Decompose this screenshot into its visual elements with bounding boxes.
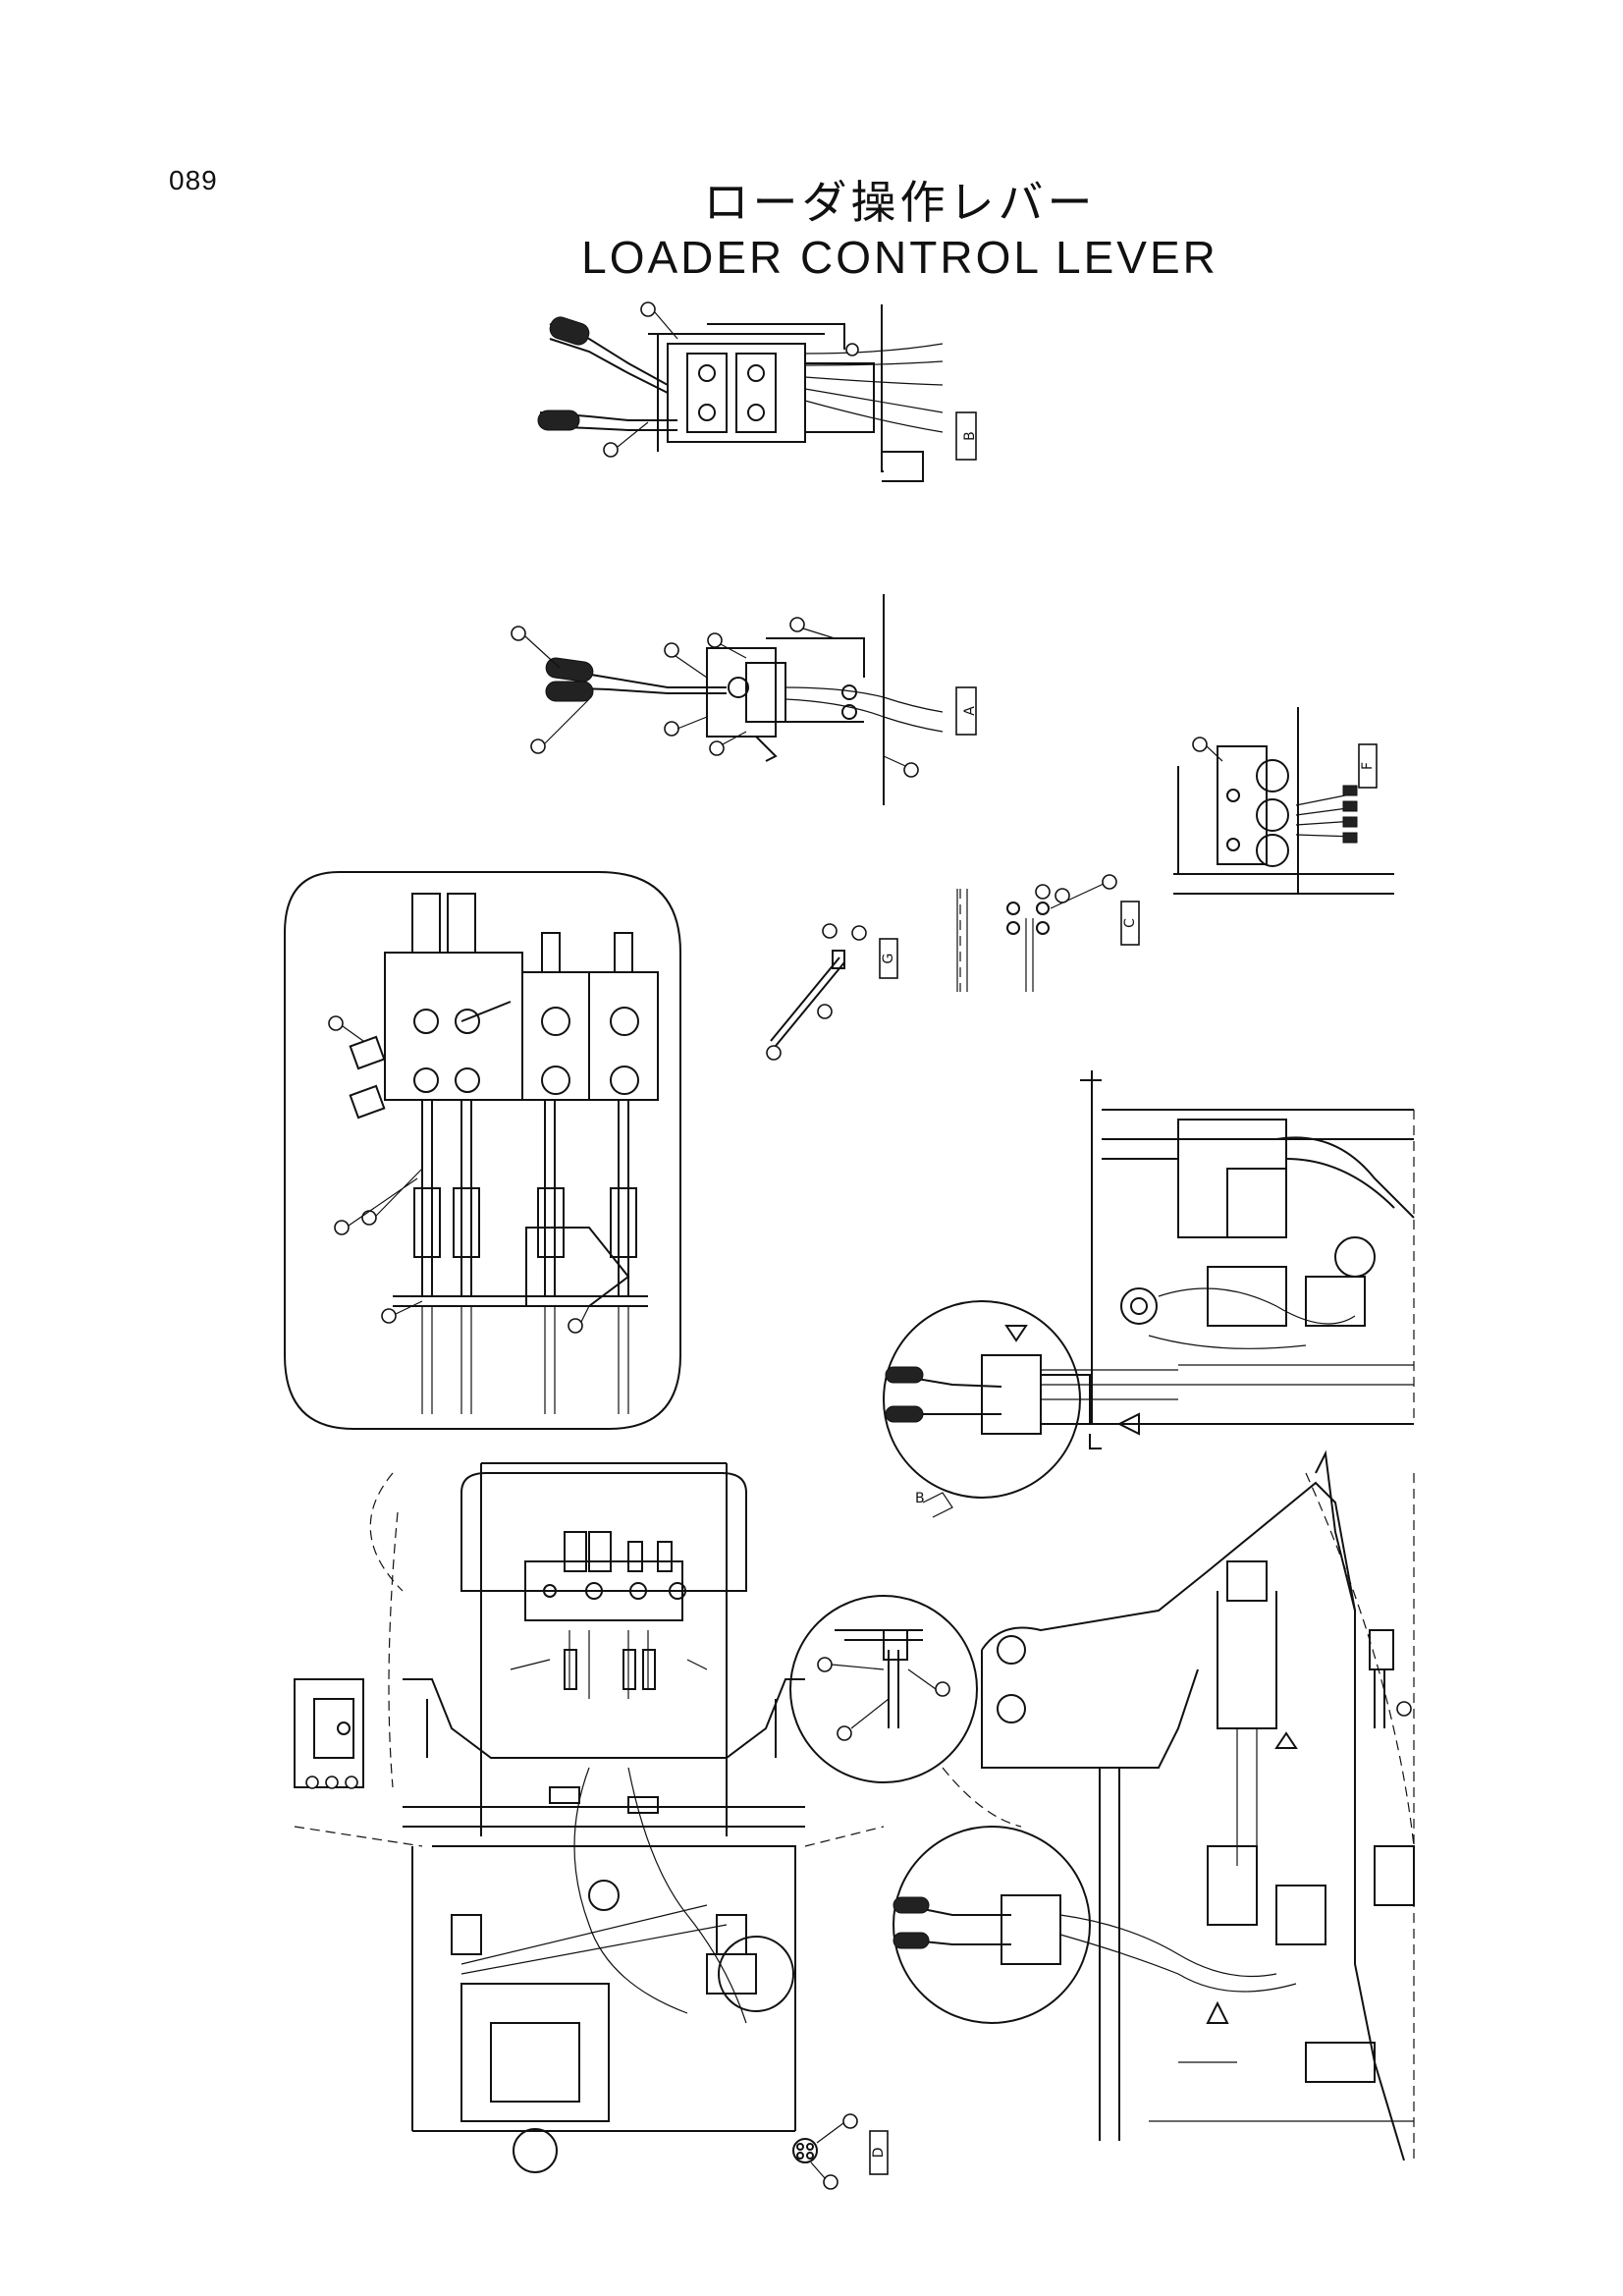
view-b-lever-assembly: B <box>537 301 978 482</box>
callout-detail-b: B <box>915 1491 925 1506</box>
view-c-connectors: C <box>956 874 1140 992</box>
view-d-bracket: D <box>792 2113 889 2190</box>
view-tag-g: G <box>881 954 896 964</box>
view-tag-c: C <box>1122 918 1138 928</box>
title-english: LOADER CONTROL LEVER <box>581 232 1218 283</box>
view-a-lever-assembly: A <box>511 594 978 805</box>
view-tag-b: B <box>962 431 978 441</box>
view-g-rod: G <box>766 923 898 1061</box>
view-tag-f: F <box>1360 762 1376 770</box>
view-tag-a: A <box>962 706 978 716</box>
cab-side-view <box>893 1449 1415 2161</box>
detail-bracket-left <box>294 1511 399 1789</box>
view-tag-d: D <box>871 2148 887 2159</box>
detail-control-valve <box>284 871 681 1430</box>
detail-pin <box>789 1595 978 1783</box>
page-number: 089 <box>169 165 218 195</box>
title-block: ローダ操作レバー LOADER CONTROL LEVER <box>0 175 1623 285</box>
view-f-bracket: F <box>1173 707 1394 895</box>
machine-top-view <box>294 1462 885 2173</box>
title-japanese: ローダ操作レバー <box>703 176 1097 229</box>
engine-compartment-view: B <box>883 1070 1415 1518</box>
